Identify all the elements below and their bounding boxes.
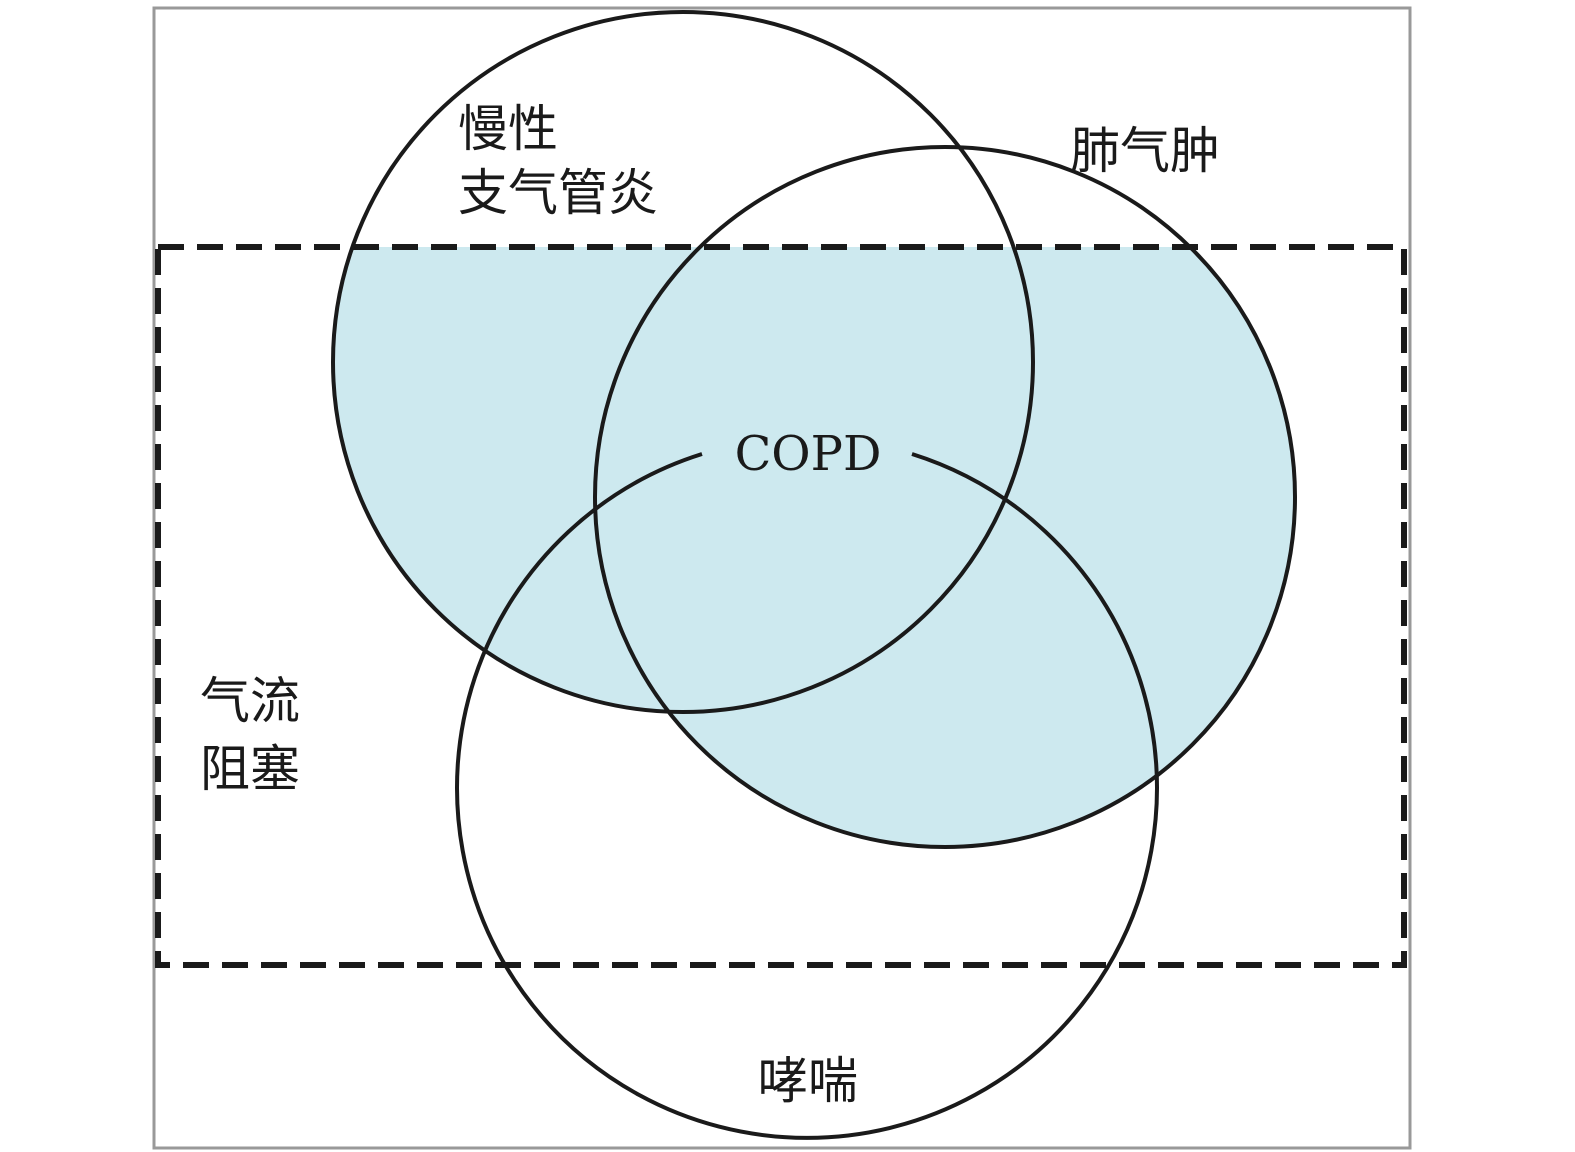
- chronic-bronchitis-label-line1: 慢性: [458, 100, 558, 158]
- airflow-obstruction-label-line2: 阻塞: [200, 740, 300, 798]
- emphysema-label: 肺气肿: [1070, 122, 1220, 180]
- outer-frame: [152, 6, 1412, 1150]
- asthma-label: 哮喘: [758, 1052, 858, 1110]
- chronic-bronchitis-circle: [331, 10, 1035, 714]
- asthma-circle: [455, 452, 1159, 1140]
- copd-center-label: COPD: [735, 426, 882, 482]
- airflow-obstruction-label-line1: 气流: [200, 672, 300, 730]
- emphysema-ellipse: [593, 145, 1297, 849]
- airflow-obstruction-boundary: [155, 244, 1407, 968]
- chronic-bronchitis-label-line2: 支气管炎: [458, 164, 658, 222]
- copd-shaded-region: [333, 247, 1295, 847]
